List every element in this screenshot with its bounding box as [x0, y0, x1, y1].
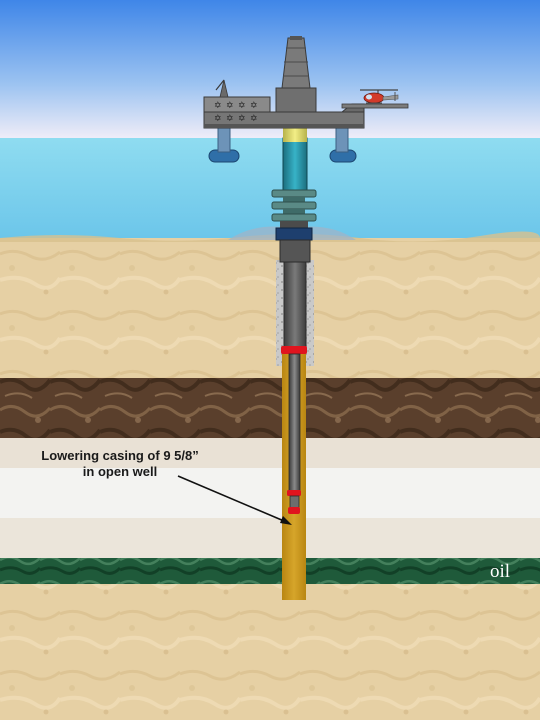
white-layer	[0, 468, 540, 518]
sea	[0, 138, 540, 238]
inner-casing-shoe	[288, 507, 300, 514]
inner-casing-collar	[287, 490, 301, 496]
dark-rock-layer	[0, 378, 540, 438]
upper-sand-layer	[0, 238, 540, 378]
svg-text:✡: ✡	[238, 114, 246, 124]
light-layer-lower	[0, 518, 540, 558]
oil-zone-label: oil	[490, 561, 511, 582]
blowout-preventer-icon	[271, 189, 317, 263]
svg-text:✡: ✡	[214, 101, 222, 111]
casing-annotation: Lowering casing of 9 5/8” in open well	[20, 448, 220, 480]
svg-text:✡: ✡	[226, 114, 234, 124]
surface-casing	[283, 261, 307, 351]
annotation-arrowhead	[280, 516, 292, 525]
annotation-line-2: in open well	[82, 464, 158, 479]
svg-text:✡: ✡	[238, 101, 246, 111]
annotation-line-1: Lowering casing of 9 5/8”	[41, 448, 199, 463]
lower-sand-layer	[0, 584, 540, 720]
inner-casing-lower-joint	[289, 495, 300, 509]
light-layer-upper	[0, 438, 540, 468]
svg-text:✡: ✡	[226, 101, 234, 111]
svg-text:✡: ✡	[214, 114, 222, 124]
riser-top-yellow	[283, 128, 307, 142]
offshore-drilling-rig-icon: ✡ ✡ ✡ ✡ ✡ ✡ ✡ ✡	[203, 36, 409, 163]
svg-text:✡: ✡	[250, 114, 258, 124]
annotation-arrow-line	[177, 475, 285, 522]
oil-layer	[0, 558, 540, 584]
helicopter-icon	[360, 89, 399, 104]
svg-text:✡: ✡	[250, 101, 258, 111]
casing-shoe	[281, 346, 307, 354]
inner-casing-9-5-8	[288, 353, 301, 493]
riser-pipe	[282, 137, 308, 195]
